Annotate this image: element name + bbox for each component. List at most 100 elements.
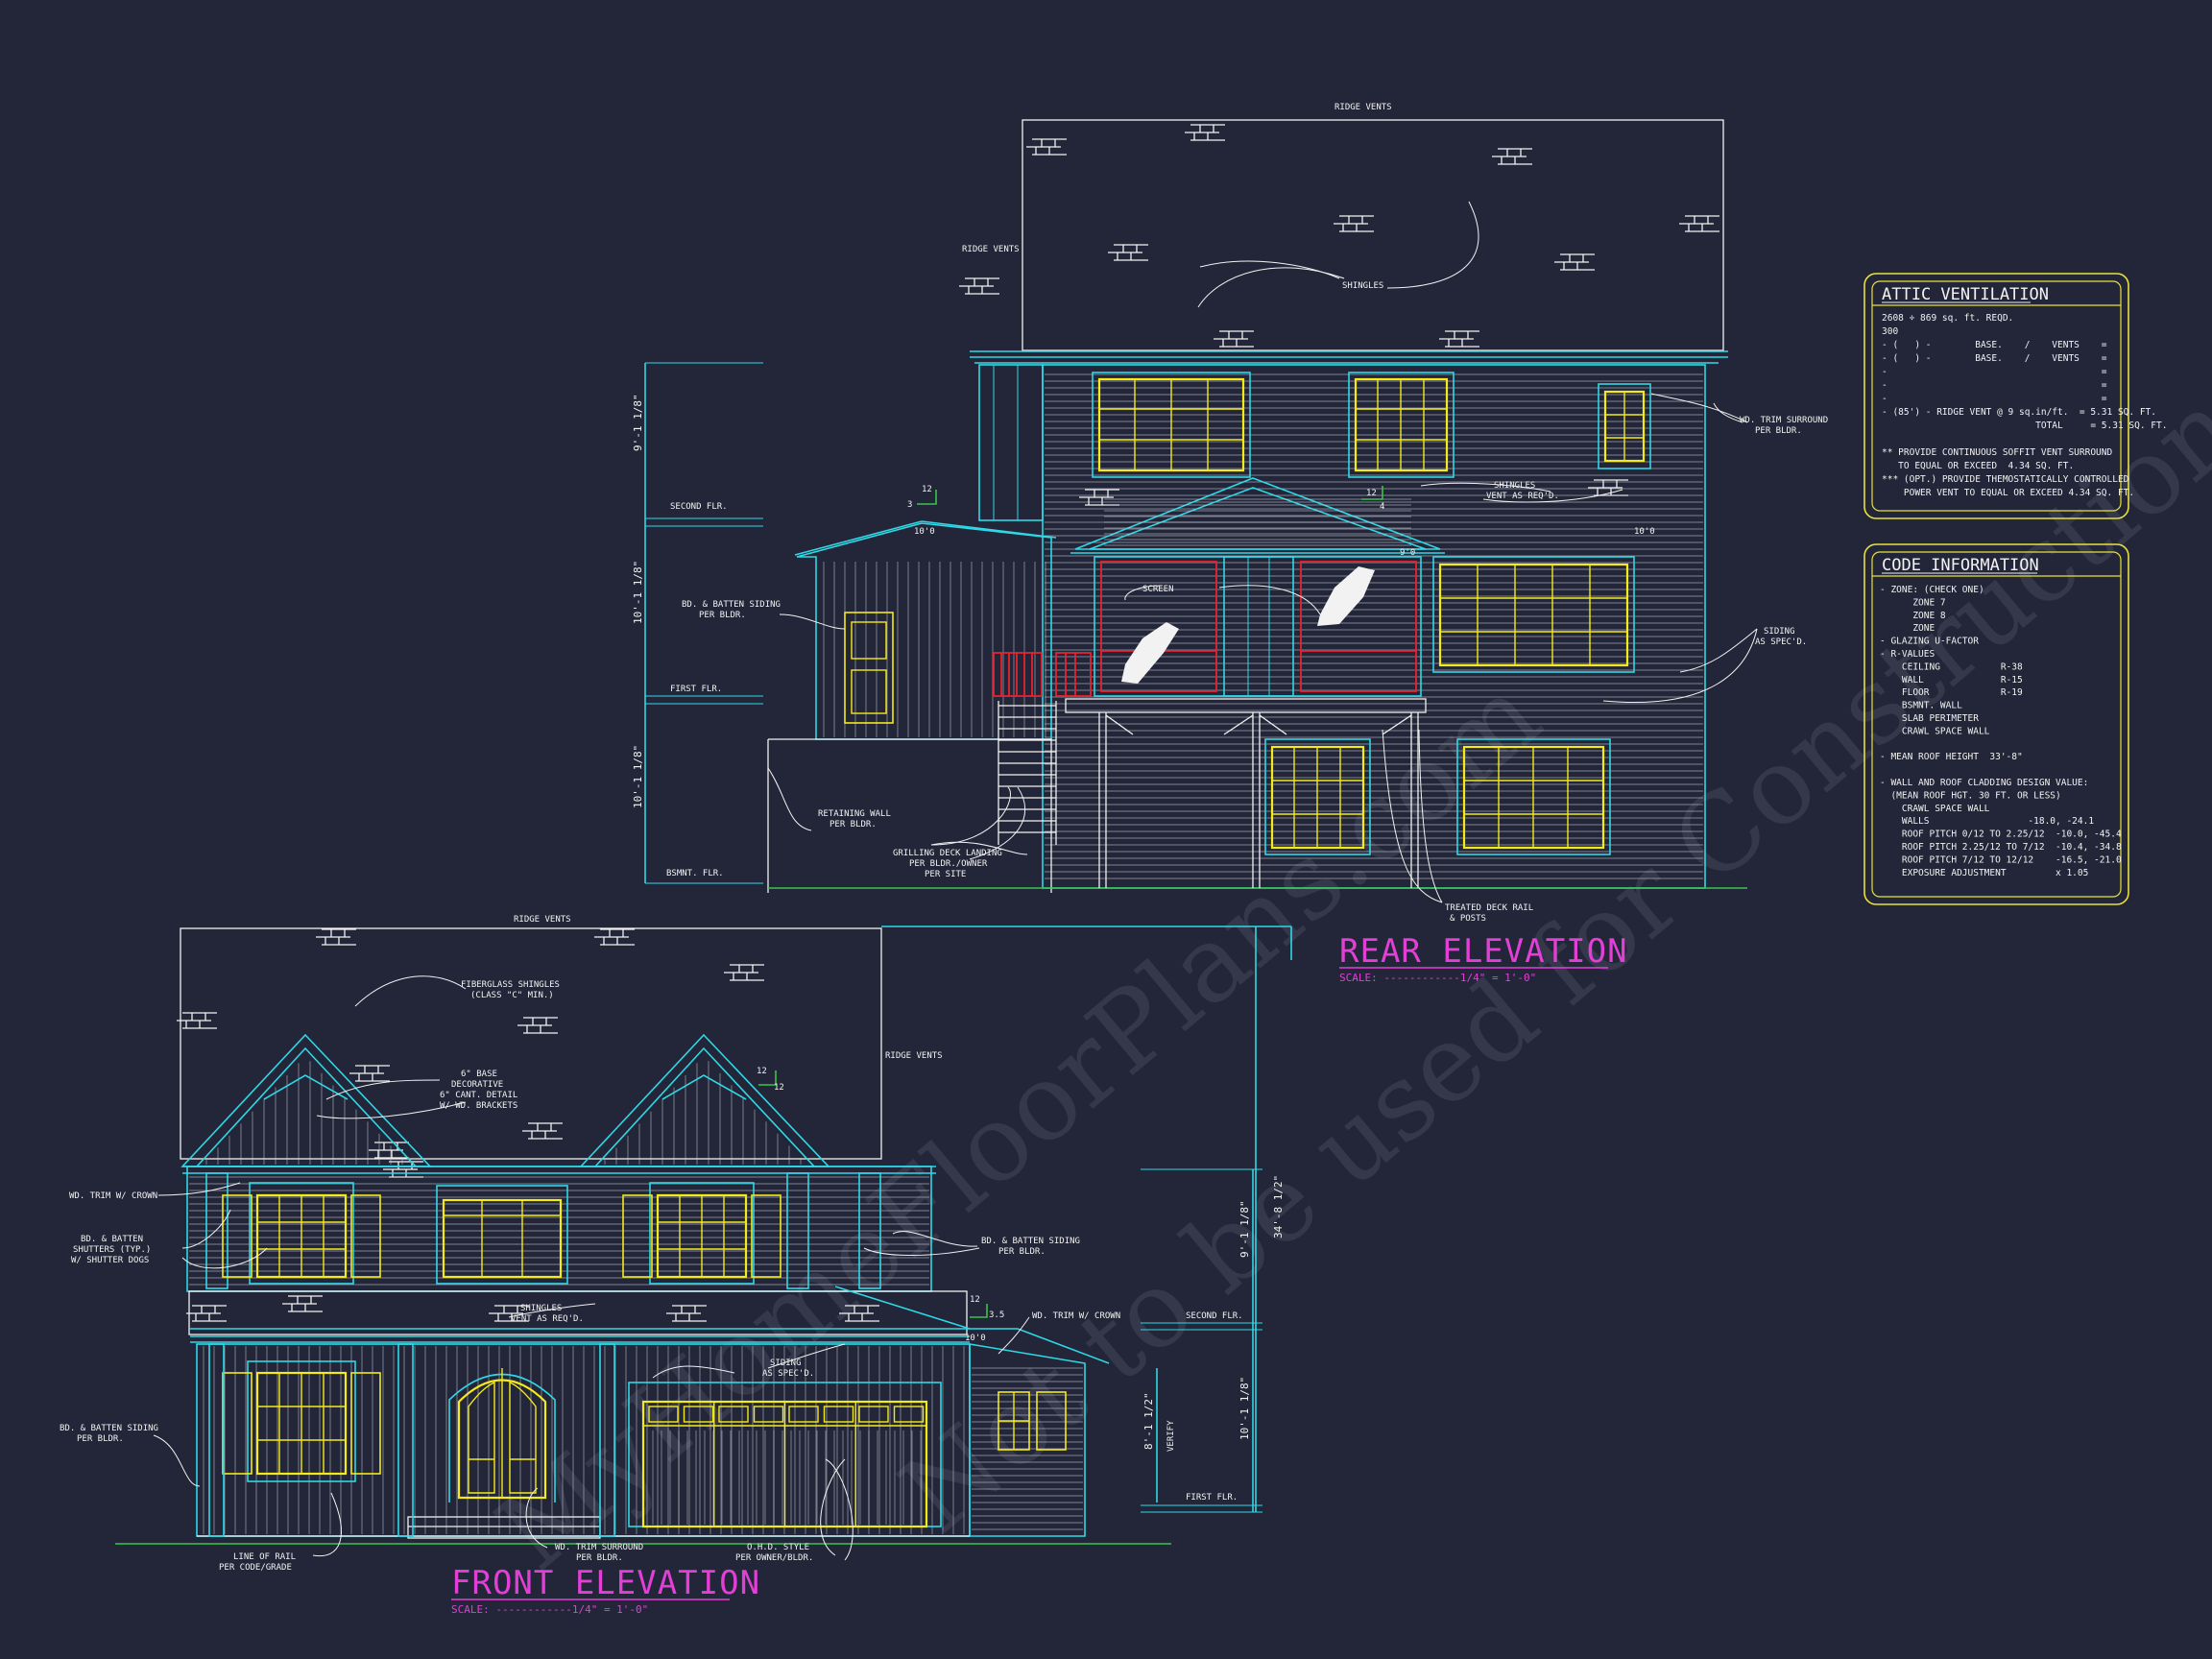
front-gable-left bbox=[180, 1033, 432, 1167]
rear-trim-surround-label-2: PER BLDR. bbox=[1755, 426, 1802, 436]
rear-pitch-symbol-b bbox=[1361, 486, 1383, 500]
rear-deck-railing bbox=[993, 652, 1092, 697]
front-pitch-b-run: 12 bbox=[970, 1295, 980, 1305]
code-lines-line: - ZONE: (CHECK ONE) bbox=[1880, 585, 1984, 595]
code-lines-line: - WALL AND ROOF CLADDING DESIGN VALUE: bbox=[1880, 778, 2088, 788]
front-elevation-scale: SCALE: ------------1/4" = 1'-0" bbox=[451, 1603, 648, 1616]
screen-hatch-1 bbox=[1121, 622, 1179, 684]
front-upper-siding bbox=[189, 1176, 929, 1286]
front-pitch-symbol-a bbox=[758, 1070, 777, 1086]
front-ridge-vents-top-label: RIDGE VENTS bbox=[514, 915, 571, 925]
code-information-panel: CODE INFORMATION - ZONE: (CHECK ONE) ZON… bbox=[1863, 543, 2129, 905]
attic-lines-line: ** PROVIDE CONTINUOUS SOFFIT VENT SURROU… bbox=[1882, 447, 2112, 458]
front-pitch-a-run: 12 bbox=[757, 1067, 767, 1076]
front-decor-label-2: DECORATIVE bbox=[451, 1080, 503, 1090]
code-lines-line: ROOF PITCH 0/12 TO 2.25/12 -10.0, -45.4 bbox=[1880, 830, 2122, 840]
rear-pitch-b-rise: 4 bbox=[1380, 502, 1384, 512]
rear-siding-lines bbox=[1045, 373, 1703, 879]
attic-panel-title: ATTIC VENTILATION bbox=[1882, 285, 2049, 304]
rear-dimension-string bbox=[644, 362, 763, 884]
front-dim-total: 34'-8 1/2" bbox=[1272, 1175, 1285, 1238]
rear-grilling-label-3: PER SITE bbox=[925, 870, 966, 879]
attic-lines-line: - ( ) - BASE. / VENTS = bbox=[1882, 353, 2107, 364]
code-lines-line: - R-VALUES bbox=[1880, 649, 1935, 660]
front-batten-left-label-2: PER BLDR. bbox=[77, 1434, 124, 1444]
rear-siding-label-1: SIDING bbox=[1764, 627, 1795, 637]
front-dim-upper: 9'-1 1/8" bbox=[1238, 1200, 1251, 1258]
front-decor-label-1: 6" BASE bbox=[461, 1070, 497, 1079]
front-siding-label-1: SIDING bbox=[770, 1358, 802, 1368]
front-wd-trim-crown-label: WD. TRIM W/ CROWN bbox=[69, 1191, 157, 1201]
code-lines-line: WALLS -18.0, -24.1 bbox=[1880, 816, 2094, 827]
rear-gable-lines bbox=[1104, 498, 1411, 546]
rear-elevation: 9'-1 1/8" 10'-1 1/8" 10'-1 1/8" SECOND F… bbox=[632, 103, 1828, 984]
front-lower-window-left bbox=[222, 1360, 381, 1482]
front-pitch-b-rise: 3.5 bbox=[989, 1310, 1004, 1320]
rear-shingles-label: SHINGLES bbox=[1342, 281, 1383, 291]
front-second-flr-label: SECOND FLR. bbox=[1186, 1311, 1243, 1321]
rear-roof bbox=[1022, 119, 1724, 351]
rear-trim-surround-label-1: WD. TRIM SURROUND bbox=[1740, 416, 1828, 425]
rear-upper-window-3 bbox=[1598, 383, 1651, 469]
code-panel-title: CODE INFORMATION bbox=[1882, 556, 2039, 575]
front-decor-label-3: 6" CANT. DETAIL bbox=[440, 1091, 517, 1100]
rear-deck-stairs bbox=[998, 701, 1057, 845]
rear-first-flr-label: FIRST FLR. bbox=[670, 685, 722, 694]
rear-lower-window-1 bbox=[1264, 738, 1371, 855]
front-upper-window-3 bbox=[622, 1182, 781, 1285]
front-roof-shingle-marks bbox=[177, 928, 879, 1322]
code-lines-line: SLAB PERIMETER bbox=[1880, 713, 1979, 724]
front-batten-right-label-2: PER BLDR. bbox=[998, 1247, 1046, 1257]
attic-lines-line: 300 bbox=[1882, 326, 1898, 337]
rear-plate-3: 10'0 bbox=[1634, 527, 1655, 537]
rear-retaining-label-2: PER BLDR. bbox=[830, 820, 877, 830]
rear-dim-mid: 10'-1 1/8" bbox=[632, 561, 644, 624]
code-lines-line: (MEAN ROOF HGT. 30 FT. OR LESS) bbox=[1880, 790, 2061, 801]
attic-lines-line: POWER VENT TO EQUAL OR EXCEED 4.34 SQ. F… bbox=[1882, 488, 2134, 498]
rear-treated-label-1: TREATED DECK RAIL bbox=[1445, 903, 1533, 913]
rear-siding-label-2: AS SPEC'D. bbox=[1755, 637, 1807, 647]
rear-ridge-vents-left-label: RIDGE VENTS bbox=[962, 245, 1020, 254]
rear-batten-label-1: BD. & BATTEN SIDING bbox=[682, 600, 781, 610]
rear-dim-upper: 9'-1 1/8" bbox=[632, 394, 644, 451]
code-panel-lines: - ZONE: (CHECK ONE) ZONE 7 ZONE 8 ZONE- … bbox=[1880, 585, 2122, 878]
code-lines-line: ROOF PITCH 7/12 TO 12/12 -16.5, -21.0 bbox=[1880, 854, 2122, 865]
rear-upper-window-1 bbox=[1092, 372, 1251, 478]
code-lines-line: EXPOSURE ADJUSTMENT x 1.05 bbox=[1880, 868, 2088, 878]
front-upper-window-2 bbox=[436, 1185, 568, 1285]
attic-lines-line: TO EQUAL OR EXCEED 4.34 SQ. FT. bbox=[1882, 461, 2074, 471]
attic-lines-line: - = bbox=[1882, 394, 2107, 404]
rear-upper-window-2 bbox=[1348, 372, 1455, 478]
code-lines-line: ZONE 8 bbox=[1880, 611, 1946, 621]
front-dimension-string bbox=[1141, 926, 1262, 1513]
rear-grilling-label-2: PER BLDR./OWNER bbox=[909, 859, 988, 869]
front-entry-door bbox=[448, 1368, 556, 1503]
front-batten-left-label-1: BD. & BATTEN SIDING bbox=[60, 1424, 158, 1433]
attic-lines-line: 2608 ÷ 869 sq. ft. REQD. bbox=[1882, 313, 2013, 324]
front-lower-siding bbox=[203, 1346, 1083, 1534]
code-lines-line: - GLAZING U-FACTOR bbox=[1880, 637, 1979, 647]
rear-retaining-label-1: RETAINING WALL bbox=[818, 809, 891, 819]
screen-hatch-2 bbox=[1317, 566, 1375, 626]
front-pitch-a-rise: 12 bbox=[774, 1083, 784, 1093]
code-lines-line: ZONE 7 bbox=[1880, 597, 1946, 608]
rear-elevation-scale: SCALE: ------------1/4" = 1'-0" bbox=[1339, 972, 1536, 984]
front-ohd-label-2: PER OWNER/BLDR. bbox=[735, 1553, 813, 1563]
rear-treated-label-2: & POSTS bbox=[1450, 914, 1486, 924]
rear-right-window-upper bbox=[1432, 556, 1635, 673]
code-lines-line: CRAWL SPACE WALL bbox=[1880, 804, 1990, 814]
rear-plate-2: 9'0 bbox=[1400, 548, 1415, 558]
attic-panel-lines: 2608 ÷ 869 sq. ft. REQD. 300 - ( ) - BASE.… bbox=[1882, 313, 2167, 498]
rear-second-flr-label: SECOND FLR. bbox=[670, 502, 728, 512]
front-plate-1: 10'0 bbox=[965, 1334, 986, 1343]
rear-plate-1: 10'0 bbox=[914, 527, 935, 537]
rear-screen-label: SCREEN bbox=[1142, 585, 1174, 594]
rear-pitch-a-run: 12 bbox=[922, 485, 932, 494]
front-elevation: 34'-8 1/2" 9'-1 1/8" 10'-1 1/8" 8'-1 1/2… bbox=[60, 915, 1292, 1616]
front-shutters-label-1: BD. & BATTEN bbox=[81, 1235, 143, 1244]
front-batten-right-label-1: BD. & BATTEN SIDING bbox=[981, 1237, 1080, 1246]
front-ridge-vents-right-label: RIDGE VENTS bbox=[885, 1051, 943, 1061]
front-dim-lower: 10'-1 1/8" bbox=[1238, 1377, 1251, 1440]
rear-pitch-a-rise: 3 bbox=[907, 500, 912, 510]
rear-dim-low: 10'-1 1/8" bbox=[632, 745, 644, 808]
